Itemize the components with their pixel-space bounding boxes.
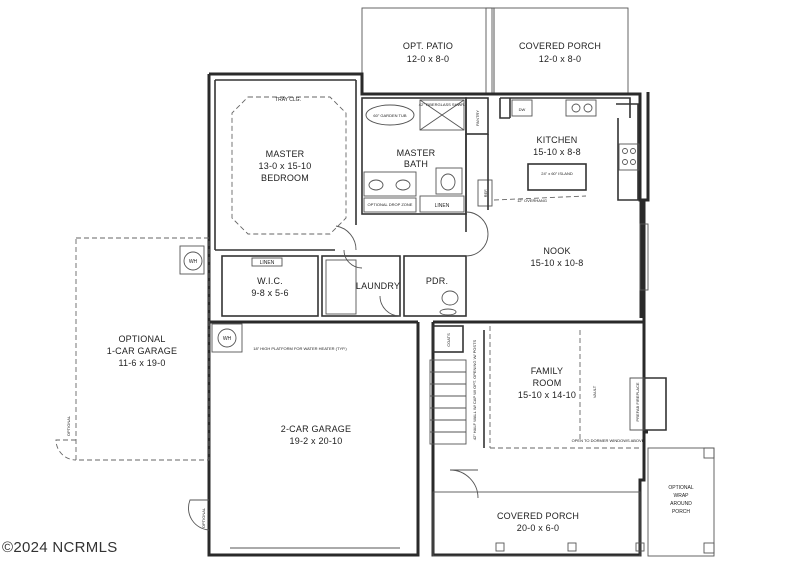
master-name2: BEDROOM xyxy=(261,173,309,183)
vault-note: VAULT xyxy=(592,385,597,398)
master-bath-name: MASTER xyxy=(397,148,436,158)
opt-patio-dims: 12-0 x 8-0 xyxy=(407,54,450,64)
overhang-note: 12" OVERHANG xyxy=(517,198,547,203)
covered-porch-top-name: COVERED PORCH xyxy=(519,41,601,51)
water-heater-1 xyxy=(183,251,203,271)
toilet-pdr xyxy=(441,290,459,306)
range xyxy=(618,143,640,171)
kitchen-dims: 15-10 x 8-8 xyxy=(533,147,581,157)
water-heater-2 xyxy=(217,328,237,348)
nook-name: NOOK xyxy=(543,246,570,256)
shower-note: 42" FIBERGLASS SHWR. xyxy=(419,102,466,107)
garden-tub xyxy=(365,104,415,126)
kitchen-sink xyxy=(565,99,597,117)
family-dims: 15-10 x 14-10 xyxy=(518,390,576,400)
garden-tub-note: 60" GARDEN TUB xyxy=(373,113,406,118)
half-wall-note: 42" HALF WALL W/ CAP W/ OPT. OPENING W/ … xyxy=(472,339,477,440)
optional-door-note-1: OPTIONAL xyxy=(66,415,71,436)
garage-dims: 19-2 x 20-10 xyxy=(290,436,343,446)
kitchen-island xyxy=(527,163,587,191)
kitchen-name: KITCHEN xyxy=(537,135,578,145)
covered-porch-bottom-outline xyxy=(432,491,641,557)
optional-garage-outline xyxy=(75,237,210,461)
wrap-porch-line1: OPTIONAL xyxy=(668,485,694,491)
nook-dims: 15-10 x 10-8 xyxy=(531,258,584,268)
opt-garage-name2: 1-CAR GARAGE xyxy=(107,346,177,356)
drop-zone-note: OPTIONAL DROP ZONE xyxy=(368,202,413,207)
family-name: FAMILY xyxy=(531,366,564,376)
covered-porch-top-dims: 12-0 x 8-0 xyxy=(539,54,582,64)
fireplace xyxy=(644,377,667,431)
wrap-porch-outline xyxy=(647,447,715,557)
linen-note: LINEN xyxy=(435,203,450,209)
pdr-name: PDR. xyxy=(426,276,448,286)
wic-name: W.I.C. xyxy=(257,276,283,286)
tray-clg-note: TRAY CLG. xyxy=(275,97,301,103)
exterior-wall-left xyxy=(207,74,420,557)
master-bath-name2: BATH xyxy=(404,159,428,169)
wh-note-1: WH xyxy=(189,259,198,265)
toilet-master xyxy=(440,173,456,191)
master-dims: 13-0 x 15-10 xyxy=(259,161,312,171)
optional-door-note-2: OPTIONAL xyxy=(201,507,206,528)
stairs xyxy=(429,359,467,445)
laundry-name: LAUNDRY xyxy=(356,281,400,291)
platform-note: 18" HIGH PLATFORM FOR WATER HEATER (TYP.… xyxy=(253,346,347,351)
wic-dims: 9-8 x 5-6 xyxy=(251,288,288,298)
dormer-note: OPEN TO DORMER WINDOWS ABOVE xyxy=(572,438,645,443)
wrap-porch-line3: AROUND xyxy=(670,501,692,507)
master-name: MASTER xyxy=(266,149,305,159)
opt-patio-outline xyxy=(361,7,495,95)
coats-note: COATS xyxy=(446,333,451,347)
coats-closet xyxy=(432,325,464,353)
opt-garage-dims: 11-6 x 19-0 xyxy=(118,358,165,368)
refrigerator xyxy=(477,179,493,207)
wic-outline xyxy=(221,255,319,317)
dw-note: DW xyxy=(519,107,526,112)
wrap-porch-line4: PORCH xyxy=(672,509,690,515)
covered-porch-bottom-name: COVERED PORCH xyxy=(497,511,579,521)
pantry-note: PANTRY xyxy=(475,110,480,126)
ref-note: REF. xyxy=(483,189,488,198)
watermark: ©2024 NCRMLS xyxy=(2,539,118,556)
covered-porch-top-outline xyxy=(493,7,629,95)
wrap-porch-line2: WRAP xyxy=(674,493,690,499)
fireplace-note: PREFAB FIREPLACE xyxy=(635,382,640,421)
garage-name: 2-CAR GARAGE xyxy=(281,424,351,434)
opt-patio-name: OPT. PATIO xyxy=(403,41,453,51)
island-note: 24" x 60" ISLAND xyxy=(541,171,573,176)
wic-linen-note: LINEN xyxy=(260,260,275,266)
exterior-wall-top xyxy=(209,72,650,434)
wh-note-2: WH xyxy=(223,336,232,342)
covered-porch-bottom-dims: 20-0 x 6-0 xyxy=(517,523,560,533)
tray-ceiling-outline xyxy=(231,96,347,235)
family-name2: ROOM xyxy=(533,378,562,388)
shower xyxy=(419,99,465,131)
opt-garage-name: OPTIONAL xyxy=(118,334,165,344)
